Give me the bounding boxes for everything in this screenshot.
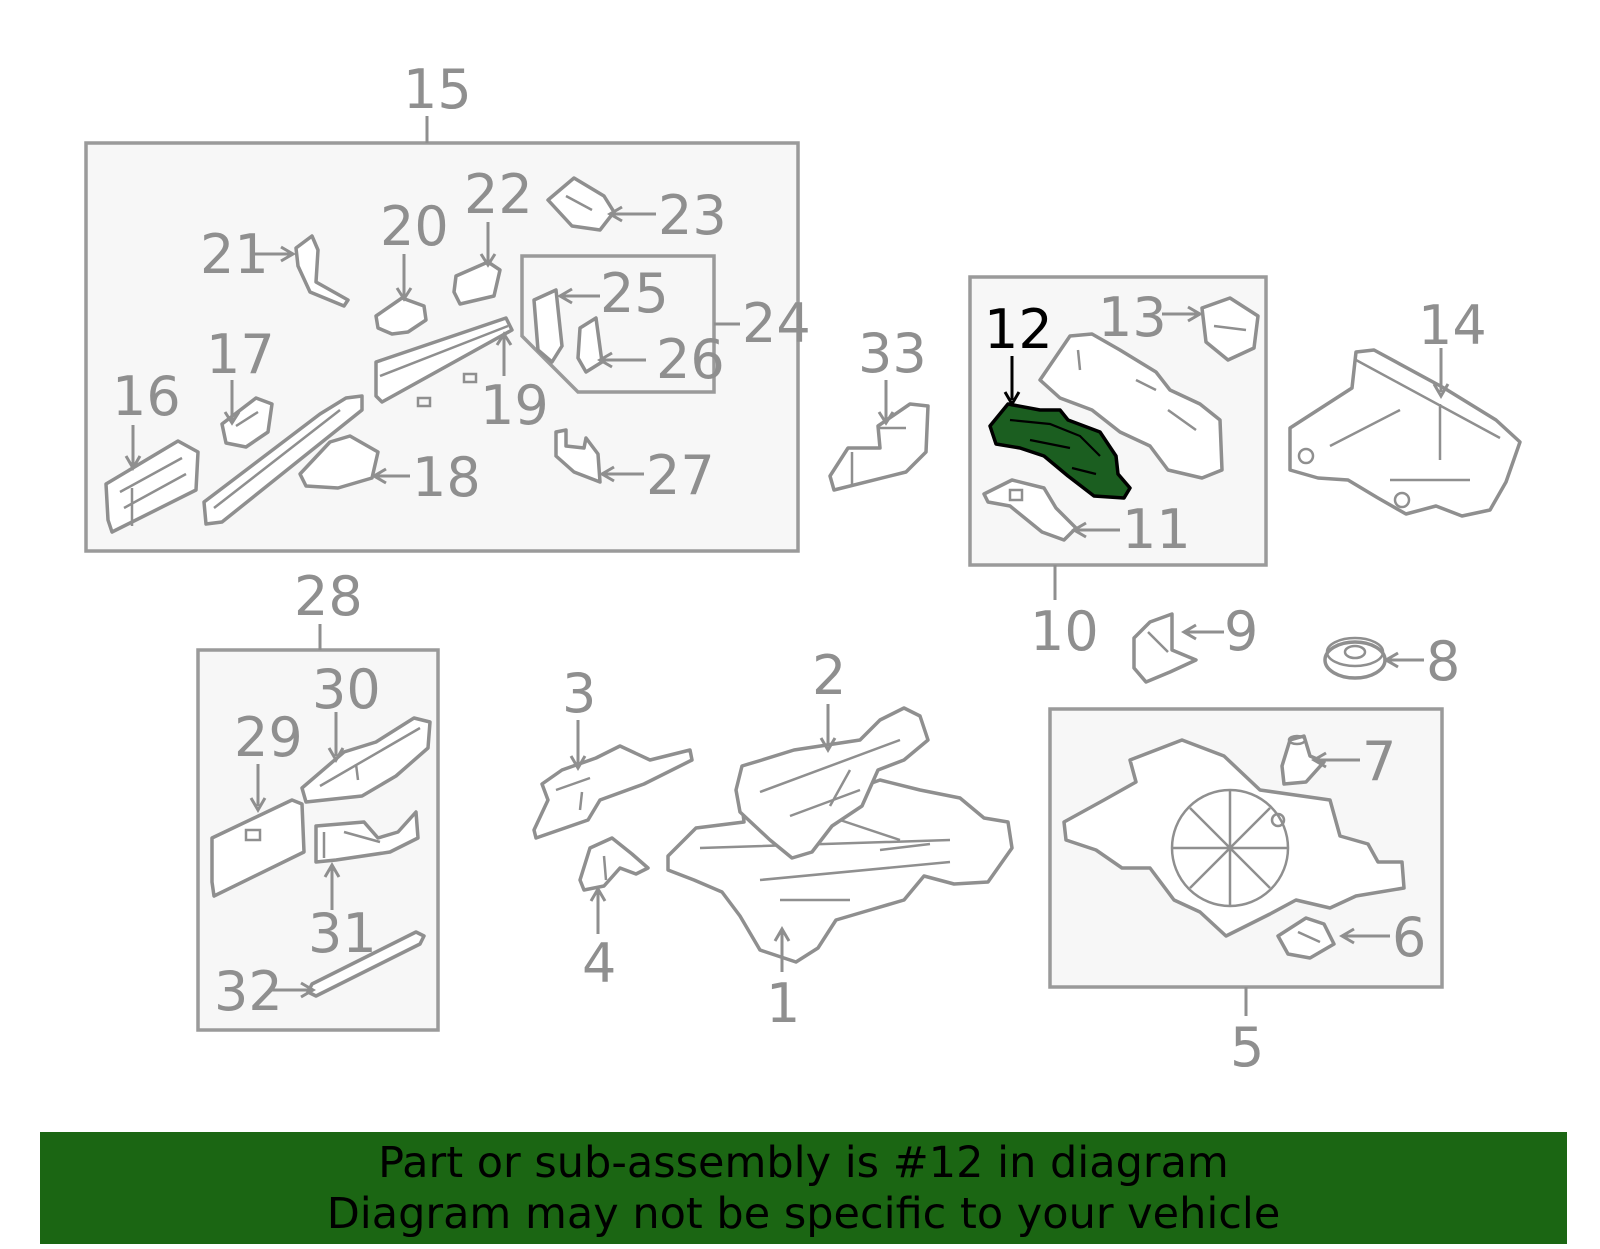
part-rail-outline — [1038, 332, 1224, 480]
callout-5[interactable]: 5 — [1230, 1016, 1264, 1079]
part-14[interactable] — [1288, 348, 1522, 518]
callout-24[interactable]: 24 — [742, 292, 811, 355]
callout-4[interactable]: 4 — [582, 932, 616, 995]
callout-21[interactable]: 21 — [200, 223, 269, 286]
part-33[interactable] — [828, 380, 930, 492]
callout-22[interactable]: 22 — [464, 163, 533, 226]
callout-27[interactable]: 27 — [646, 444, 715, 507]
part-26[interactable] — [576, 316, 646, 374]
part-31[interactable] — [314, 810, 420, 910]
footer-line-1: Part or sub-assembly is #12 in diagram — [378, 1138, 1229, 1188]
part-22[interactable] — [452, 222, 502, 306]
callout-33[interactable]: 33 — [858, 322, 927, 385]
part-27[interactable] — [554, 428, 644, 484]
part-12-highlighted[interactable] — [988, 356, 1132, 500]
part-4[interactable] — [578, 836, 650, 934]
part-9[interactable] — [1132, 612, 1224, 684]
part-5[interactable] — [1062, 738, 1406, 938]
callout-10[interactable]: 10 — [1030, 600, 1099, 663]
callout-9[interactable]: 9 — [1224, 600, 1258, 663]
callout-25[interactable]: 25 — [600, 262, 669, 325]
part-11[interactable] — [982, 478, 1120, 542]
callout-13[interactable]: 13 — [1098, 286, 1167, 349]
callout-28[interactable]: 28 — [294, 565, 363, 628]
part-16[interactable] — [104, 425, 200, 534]
callout-15[interactable]: 15 — [403, 58, 472, 121]
callout-11[interactable]: 11 — [1122, 498, 1191, 561]
callout-32[interactable]: 32 — [214, 960, 283, 1023]
disclaimer-banner: Part or sub-assembly is #12 in diagram D… — [40, 1132, 1567, 1244]
parts-diagram: 15 16 17 18 19 20 — [84, 58, 1522, 1079]
callout-26[interactable]: 26 — [656, 328, 725, 391]
part-2[interactable] — [734, 704, 930, 860]
callout-16[interactable]: 16 — [112, 365, 181, 428]
part-18[interactable] — [202, 394, 410, 526]
callout-19[interactable]: 19 — [480, 374, 549, 437]
part-23[interactable] — [546, 176, 656, 232]
callout-12[interactable]: 12 — [984, 298, 1053, 361]
callout-20[interactable]: 20 — [380, 195, 449, 258]
footer-line-2: Diagram may not be specific to your vehi… — [326, 1189, 1281, 1239]
callout-6[interactable]: 6 — [1392, 906, 1426, 969]
callout-30[interactable]: 30 — [312, 658, 381, 721]
callout-3[interactable]: 3 — [562, 662, 596, 725]
part-6[interactable] — [1276, 916, 1390, 960]
part-8[interactable] — [1323, 636, 1424, 680]
callout-14[interactable]: 14 — [1418, 294, 1487, 357]
callout-23[interactable]: 23 — [658, 184, 727, 247]
callout-2[interactable]: 2 — [812, 644, 846, 707]
part-25[interactable] — [532, 287, 600, 364]
part-30[interactable] — [300, 712, 432, 804]
callout-17[interactable]: 17 — [206, 323, 275, 386]
callout-8[interactable]: 8 — [1426, 630, 1460, 693]
callout-29[interactable]: 29 — [234, 706, 303, 769]
callout-31[interactable]: 31 — [308, 902, 377, 965]
part-3[interactable] — [532, 720, 694, 840]
part-17[interactable] — [220, 380, 274, 449]
part-7[interactable] — [1280, 734, 1360, 786]
callout-1[interactable]: 1 — [766, 972, 800, 1035]
part-29[interactable] — [210, 764, 306, 898]
callout-18[interactable]: 18 — [412, 446, 481, 509]
part-20[interactable] — [374, 254, 428, 336]
part-19[interactable] — [374, 316, 514, 408]
part-21[interactable] — [252, 234, 350, 308]
callout-7[interactable]: 7 — [1362, 730, 1396, 793]
part-13[interactable] — [1162, 296, 1260, 362]
part-32[interactable] — [272, 930, 426, 999]
